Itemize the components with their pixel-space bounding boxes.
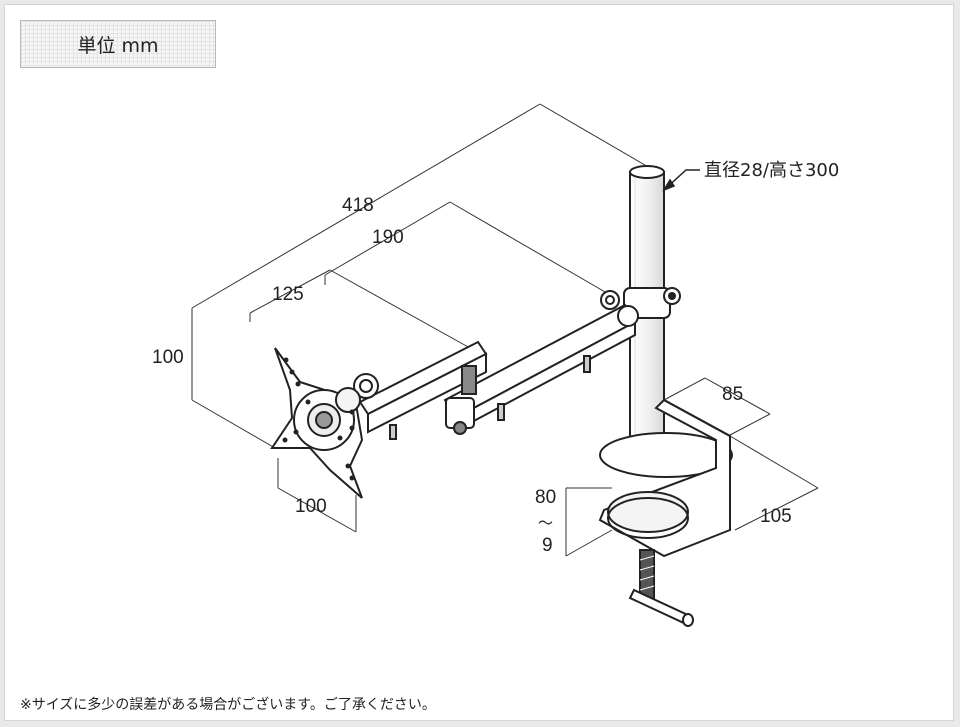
pole-callout-label: 直径28/高さ300: [704, 160, 839, 181]
arm-segment-2: [443, 303, 639, 435]
dim-label-vesa-100: 100: [295, 496, 327, 517]
dim-label-clamp-tilde: ～: [538, 515, 553, 532]
dim-label-85: 85: [722, 384, 743, 405]
dim-label-clamp-80: 80: [535, 487, 556, 508]
dim-label-height-100: 100: [152, 347, 184, 368]
unit-label: 単位 mm: [77, 34, 159, 57]
dim-label-125: 125: [272, 284, 304, 305]
dim-label-190: 190: [372, 227, 404, 248]
dim-label-105: 105: [760, 506, 792, 527]
footer-note: ※サイズに多少の誤差がある場合がございます。ご了承ください。: [20, 697, 436, 713]
arm-segment-1: [353, 340, 488, 440]
dimension-lines: [191, 103, 819, 557]
dim-label-418: 418: [342, 195, 374, 216]
dim-label-clamp-9: 9: [542, 535, 553, 556]
pole-callout-arrow: [662, 169, 700, 192]
desk-clamp: [598, 398, 733, 627]
unit-label-box: 単位 mm: [20, 20, 216, 68]
vesa-plate: [270, 347, 364, 499]
